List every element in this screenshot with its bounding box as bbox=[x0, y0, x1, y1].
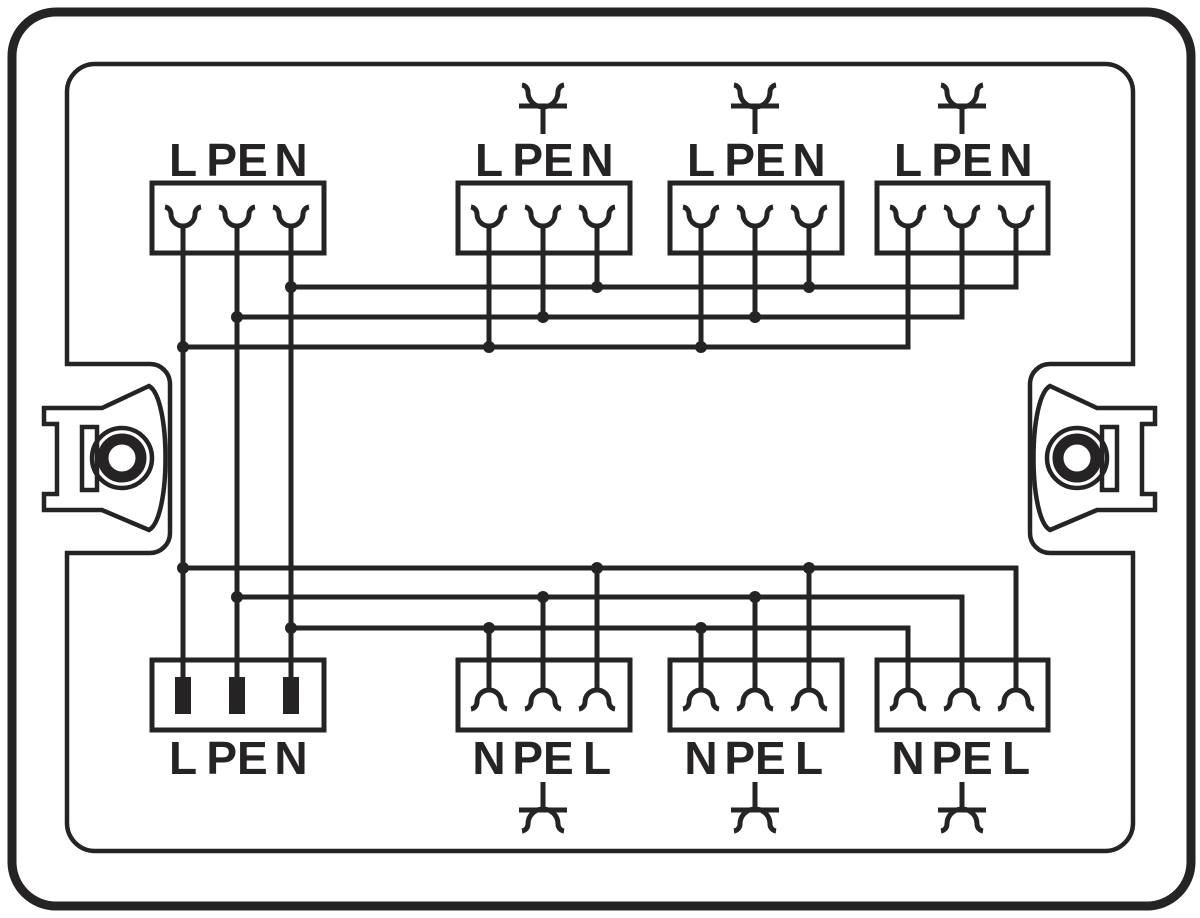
terminal-block-bottom-1 bbox=[149, 657, 327, 733]
terminal-label: L bbox=[795, 732, 823, 784]
terminal-label: L bbox=[687, 134, 715, 186]
terminal-contact-icon bbox=[998, 207, 1034, 226]
terminal-label: N bbox=[999, 134, 1032, 186]
terminal-label: N bbox=[274, 732, 307, 784]
terminal-label: N bbox=[472, 732, 505, 784]
terminal-label: N bbox=[792, 134, 825, 186]
terminal-contact-icon bbox=[471, 207, 507, 226]
junction-dot bbox=[695, 622, 707, 634]
terminal-blocks-top bbox=[149, 180, 1051, 256]
terminal-label: L bbox=[583, 732, 611, 784]
terminal-label: PE bbox=[931, 134, 992, 186]
terminal-contact-icon bbox=[737, 207, 773, 226]
terminal-contact-icon bbox=[998, 690, 1034, 709]
socket-outlet-icon bbox=[938, 85, 986, 134]
terminal-label: PE bbox=[724, 134, 785, 186]
terminal-contact-icon bbox=[944, 207, 980, 226]
terminal-block-top-3 bbox=[667, 180, 845, 256]
terminal-label: L bbox=[475, 134, 503, 186]
terminal-blocks-bottom bbox=[149, 657, 1051, 733]
top-bus-wires bbox=[183, 226, 1019, 350]
junction-dot bbox=[177, 562, 189, 574]
terminal-contact-icon bbox=[683, 690, 719, 709]
mounting-lug-right-icon bbox=[1034, 386, 1156, 530]
terminal-contact-icon bbox=[791, 207, 827, 226]
box-outer-case bbox=[7, 7, 1196, 911]
junction-dot bbox=[591, 281, 603, 293]
socket-outlet-icon bbox=[938, 782, 986, 831]
terminal-contact-icon bbox=[579, 690, 615, 709]
junction-dot bbox=[231, 591, 243, 603]
terminal-contact-icon bbox=[944, 690, 980, 709]
terminal-contact-icon bbox=[791, 690, 827, 709]
junction-dot bbox=[537, 591, 549, 603]
feed-terminal-pin bbox=[175, 677, 191, 714]
socket-outlet-icon bbox=[731, 85, 779, 134]
terminal-contact-icon bbox=[525, 207, 561, 226]
terminal-label: PE bbox=[724, 732, 785, 784]
junction-dot bbox=[483, 622, 495, 634]
wire-top-bus-n bbox=[291, 226, 1019, 290]
junction-dots bbox=[177, 281, 815, 634]
wire-top-bus-l bbox=[183, 226, 911, 350]
terminal-contact-icon bbox=[525, 690, 561, 709]
feed-terminal-pin bbox=[229, 677, 245, 714]
wire-bottom-bus-l bbox=[183, 565, 1019, 690]
terminal-label: PE bbox=[206, 134, 267, 186]
terminal-label: L bbox=[169, 732, 197, 784]
terminal-label: L bbox=[894, 134, 922, 186]
socket-outlet-icon bbox=[731, 782, 779, 831]
feed-wires bbox=[180, 226, 294, 680]
terminal-contact-icon bbox=[471, 690, 507, 709]
junction-dot bbox=[749, 311, 761, 323]
socket-outlet-icon bbox=[519, 85, 567, 134]
junction-dot bbox=[483, 341, 495, 353]
terminal-contact-icon bbox=[273, 207, 309, 226]
wire-bottom-bus-n bbox=[291, 625, 911, 690]
mounting-lug-left-icon bbox=[44, 386, 166, 530]
junction-dot bbox=[803, 562, 815, 574]
junction-dot bbox=[803, 281, 815, 293]
terminal-block-bottom-3 bbox=[667, 657, 845, 733]
junction-dot bbox=[591, 562, 603, 574]
junction-dot bbox=[231, 311, 243, 323]
terminal-label: L bbox=[1002, 732, 1030, 784]
terminal-label: PE bbox=[206, 732, 267, 784]
terminal-contact-icon bbox=[579, 207, 615, 226]
terminal-label: N bbox=[580, 134, 613, 186]
terminal-label: N bbox=[891, 732, 924, 784]
terminal-label: L bbox=[169, 134, 197, 186]
junction-dot bbox=[537, 311, 549, 323]
terminal-contact-icon bbox=[737, 690, 773, 709]
terminal-contact-icon bbox=[890, 690, 926, 709]
terminal-label: N bbox=[274, 134, 307, 186]
terminal-contact-icon bbox=[219, 207, 255, 226]
junction-dot bbox=[285, 622, 297, 634]
top-labels: L PE N L PE N L PE N L PE N bbox=[169, 134, 1033, 186]
junction-dot bbox=[285, 281, 297, 293]
junction-dot bbox=[695, 341, 707, 353]
wire-top-bus-pe bbox=[237, 226, 965, 320]
terminal-label: N bbox=[684, 732, 717, 784]
terminal-contact-icon bbox=[165, 207, 201, 226]
terminal-contact-icon bbox=[683, 207, 719, 226]
socket-outlet-icon bbox=[519, 782, 567, 831]
terminal-block-top-2 bbox=[455, 180, 633, 256]
terminal-block-top-1 bbox=[149, 180, 327, 256]
terminal-block-top-4 bbox=[874, 180, 1051, 256]
terminal-label: PE bbox=[512, 732, 573, 784]
terminal-block-bottom-4 bbox=[874, 657, 1051, 733]
terminal-contact-icon bbox=[890, 207, 926, 226]
terminal-block-bottom-2 bbox=[455, 657, 633, 733]
terminal-label: PE bbox=[931, 732, 992, 784]
terminal-label: PE bbox=[512, 134, 573, 186]
junction-dot bbox=[177, 341, 189, 353]
bottom-bus-wires bbox=[183, 565, 1019, 690]
socket-symbols bbox=[519, 85, 986, 831]
bottom-labels: L PE N N PE L N PE L N PE L bbox=[169, 732, 1030, 784]
junction-dot bbox=[749, 591, 761, 603]
box-inner-panel bbox=[64, 61, 1136, 854]
feed-terminal-pin bbox=[283, 677, 299, 714]
